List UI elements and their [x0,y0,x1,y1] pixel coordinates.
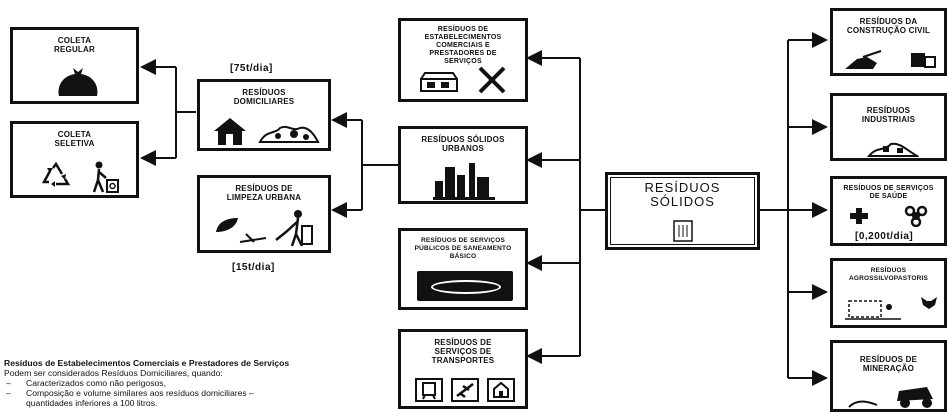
person-recycling-icon [92,161,119,193]
domiciliares-box: RESÍDUOS DOMICILIARES [197,79,331,151]
saude-quantity: [0,200t/dia] [855,231,914,242]
construcao-civil-label: RESÍDUOS DA CONSTRUÇÃO CIVIL [846,17,931,35]
coleta-seletiva-label: COLETA SELETIVA [54,130,95,148]
limpeza-urbana-box: RESÍDUOS DE LIMPEZA URBANA [197,175,331,253]
construcao-civil-box: RESÍDUOS DA CONSTRUÇÃO CIVIL [830,8,947,76]
agrossilvopastoris-box: RESÍDUOS AGROSSILVOPASTORIS [830,258,947,328]
mining-truck-icon [848,387,933,408]
mineracao-label: RESÍDUOS DE MINERAÇÃO [859,355,918,373]
note-item: Composição e volume similares aos resídu… [4,388,296,408]
transportes-label: RESÍDUOS DE SERVIÇOS DE TRANSPORTES [431,338,495,365]
note-intro: Podem ser considerados Resíduos Domicili… [4,368,223,378]
mineracao-box: RESÍDUOS DE MINERAÇÃO [830,340,947,412]
note-list: Caracterizados como não perigosos, Compo… [4,378,296,408]
commercial-waste-note: Resíduos de Estabelecimentos Comerciais … [4,358,296,408]
coleta-seletiva-box: COLETA SELETIVA [10,121,139,198]
house-icon [214,118,246,145]
saude-box: RESÍDUOS DE SERVIÇOS DE SAÚDE [0,200t/di… [830,176,947,246]
sanitation-photo [417,271,513,301]
recycle-icon [41,162,71,187]
construction-debris-icon [845,50,936,69]
saneamento-box: RESÍDUOS DE SERVIÇOS PÚBLICOS DE SANEAME… [398,228,528,310]
fork-knife-icon [478,66,506,94]
saneamento-label: RESÍDUOS DE SERVIÇOS PÚBLICOS DE SANEAME… [414,237,512,260]
domiciliares-label: RESÍDUOS DOMICILIARES [233,88,295,106]
industriais-label: RESÍDUOS INDUSTRIAIS [861,106,916,124]
street-sweeper-icon [239,210,313,247]
garbage-pile-icon [258,125,320,143]
biohazard-icon [904,205,928,227]
residuos-solidos-box: RESÍDUOS SÓLIDOS [605,172,760,250]
bus-icon [415,378,443,402]
transportes-box: RESÍDUOS DE SERVIÇOS DE TRANSPORTES [398,329,528,409]
limpeza-urbana-label: RESÍDUOS DE LIMPEZA URBANA [226,184,302,202]
city-buildings-icon [433,163,495,200]
industriais-box: RESÍDUOS INDUSTRIAIS [830,93,947,161]
airplane-icon [451,378,479,402]
industrial-waste-icon [867,142,919,157]
building-icon [487,378,515,402]
coleta-regular-label: COLETA REGULAR [54,36,95,54]
animal-icon [921,297,937,309]
coleta-regular-box: COLETA REGULAR [10,27,139,104]
solidos-urbanos-label: RESÍDUOS SÓLIDOS URBANOS [421,135,505,153]
agrossilvopastoris-label: RESÍDUOS AGROSSILVOPASTORIS [848,267,929,282]
solidos-urbanos-box: RESÍDUOS SÓLIDOS URBANOS [398,126,528,204]
farm-icon [845,300,901,320]
limpeza-urbana-quantity: [15t/dia] [232,262,275,273]
medical-cross-icon [850,208,868,224]
bin-icon [673,220,693,242]
comerciais-label: RESÍDUOS DE ESTABELECIMENTOS COMERCIAIS … [424,26,502,65]
leaf-icon [216,218,238,232]
note-title: Resíduos de Estabelecimentos Comerciais … [4,358,290,368]
trash-bag-icon [58,68,98,96]
domiciliares-quantity: [75t/dia] [230,63,273,74]
residuos-solidos-label: RESÍDUOS SÓLIDOS [644,180,721,209]
comerciais-box: RESÍDUOS DE ESTABELECIMENTOS COMERCIAIS … [398,18,528,102]
shop-icon [420,72,458,92]
note-item: Caracterizados como não perigosos, [4,378,296,388]
saude-label: RESÍDUOS DE SERVIÇOS DE SAÚDE [843,185,934,200]
